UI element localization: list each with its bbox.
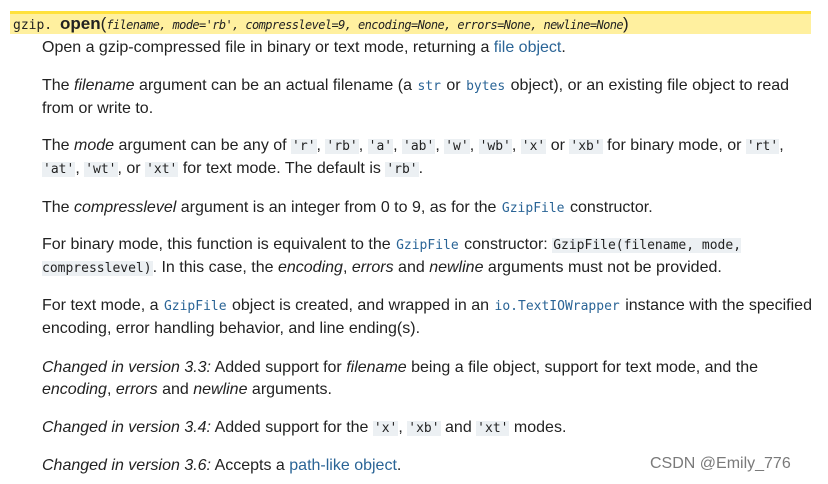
code-mode: 'w' [444,139,470,154]
paragraph-mode: The mode argument can be any of 'r', 'rb… [42,137,784,177]
function-signature: gzip. open(filename, mode='rb', compress… [10,11,811,34]
code-mode: 'x' [372,421,399,436]
text: Open a gzip-compressed file in binary or… [42,39,494,56]
module-prefix: gzip. [13,18,53,33]
code-mode: 'wt' [84,162,118,177]
version-label: Changed in version 3.4: [42,419,211,436]
text: , [342,259,352,276]
code-default-mode: 'rb' [385,162,419,177]
emphasis: newline [193,381,248,398]
text: argument is an integer from 0 to 9, as f… [176,199,501,216]
gzipfile-link[interactable]: GzipFile [501,199,566,216]
emphasis: encoding [277,259,343,276]
bytes-link[interactable]: bytes [465,77,506,94]
paragraph-summary: Open a gzip-compressed file in binary or… [42,37,566,59]
code-mode: 'at' [42,162,76,177]
text: object), or an existing file object to r… [42,77,790,117]
text: Added support for [211,359,347,376]
text: The [42,199,75,216]
code-gzipfile: GzipFile [396,238,459,253]
text: constructor. [565,199,653,216]
text: instance with the specified encoding, er… [42,297,812,337]
text: For binary mode, this function is equiva… [42,236,396,253]
text: . In this case, the [152,259,278,276]
text: and [440,419,477,436]
code-mode: 'x' [520,139,547,154]
version-note-3-3: Changed in version 3.3: Added support fo… [42,357,812,401]
emphasis: newline [429,259,484,276]
code-mode: 'r' [291,139,317,154]
version-note-3-6: Changed in version 3.6: Accepts a path-l… [42,455,401,477]
version-label: Changed in version 3.3: [42,359,211,376]
text: and [157,381,194,398]
code-bytes: bytes [466,79,506,94]
paragraph-text-mode: For text mode, a GzipFile object is crea… [42,295,812,340]
emphasis: mode [74,137,115,154]
code-gzipfile: GzipFile [163,299,227,314]
paragraph-binary-mode: For binary mode, this function is equiva… [42,234,812,280]
emphasis: filename [346,359,407,376]
str-link[interactable]: str [416,77,441,94]
function-name: open [59,14,101,33]
text: argument can be any of [114,137,292,154]
code-str: str [417,79,441,94]
paragraph-filename: The filename argument can be an actual f… [42,75,812,120]
code-mode: 'ab' [402,139,436,154]
text: The [42,137,75,154]
code-mode: 'rt' [745,139,780,154]
text: or [441,77,466,94]
code-mode: 'xt' [476,421,510,436]
text: . [561,39,566,56]
text: argument can be an actual filename (a [134,77,417,94]
text: arguments. [247,381,332,398]
path-like-object-link[interactable]: path-like object [289,457,397,474]
text: . [396,457,402,474]
code-mode: 'a' [367,139,394,154]
watermark: CSDN @Emily_776 [650,455,791,472]
textiowrapper-link[interactable]: io.TextIOWrapper [494,297,621,314]
code-mode: 'rb' [325,139,359,154]
code-gzipfile: GzipFile [501,201,565,216]
function-params: filename, mode='rb', compresslevel=9, en… [106,18,623,32]
text: For text mode, a [42,297,163,314]
text: arguments must not be provided. [483,259,722,276]
text: The [42,77,75,94]
text: for text mode. The default is [178,160,386,177]
text: Accepts a [211,457,290,474]
version-note-3-4: Changed in version 3.4: Added support fo… [42,419,567,436]
emphasis: filename [74,77,135,94]
text: , [106,381,116,398]
code-mode: 'xt' [145,162,179,177]
code-mode: 'wb' [478,139,512,154]
paragraph-compresslevel: The compresslevel argument is an integer… [42,197,653,220]
code-mode: 'xb' [407,421,441,436]
text: being a file object, support for text mo… [406,359,759,376]
emphasis: errors [351,259,394,276]
text: constructor: [459,236,553,253]
code-textiowrapper: io.TextIOWrapper [494,299,620,314]
emphasis: errors [115,381,158,398]
text: . [418,160,424,177]
close-paren: ) [622,14,629,33]
text: Added support for the [211,419,373,436]
text: and [393,259,430,276]
gzipfile-link[interactable]: GzipFile [395,236,460,253]
gzipfile-link[interactable]: GzipFile [163,297,228,314]
text: modes. [509,419,567,436]
emphasis: encoding [42,381,107,398]
code-mode: 'xb' [569,139,603,154]
text: for binary mode, or [602,137,746,154]
version-label: Changed in version 3.6: [42,457,211,474]
open-paren: ( [100,14,107,33]
emphasis: compresslevel [74,199,177,216]
text: object is created, and wrapped in an [227,297,494,314]
file-object-link[interactable]: file object [493,39,562,56]
